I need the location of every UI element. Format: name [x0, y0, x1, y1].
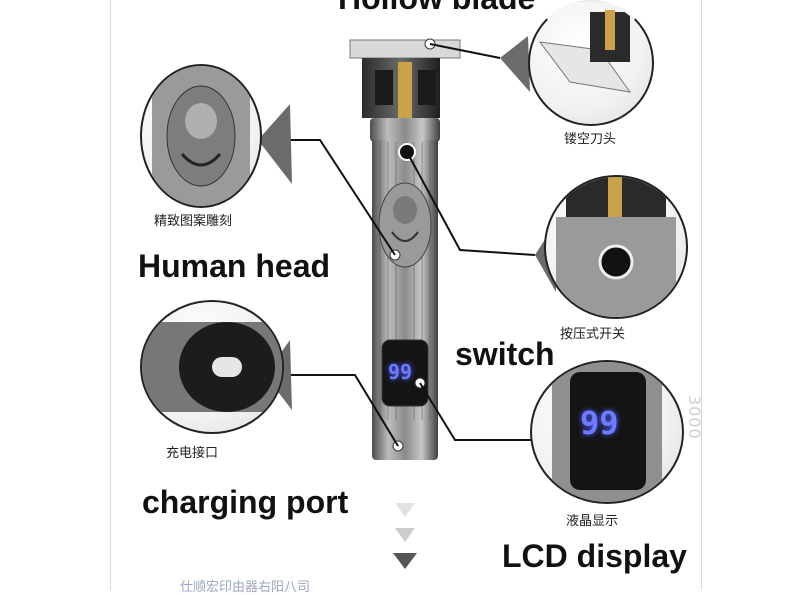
- lcd-display-label: LCD display: [502, 538, 687, 574]
- human-head-label: Human head: [138, 248, 331, 284]
- switch-label: switch: [455, 336, 555, 372]
- down-arrows: [393, 503, 417, 569]
- blade-zoom-circle: [528, 0, 654, 126]
- switch-cn-label: 按压式开关: [560, 327, 626, 342]
- engraving-detail-icon: [152, 66, 250, 206]
- charging-port-detail-icon: [142, 322, 282, 412]
- charging-port-label: charging port: [142, 484, 349, 520]
- hollow-blade-title: Hollow blade: [338, 0, 535, 17]
- charging-zoom-circle: [140, 300, 284, 434]
- engraving-cn-label: 精致图案雕刻: [154, 214, 233, 229]
- lcd-cn-label: 液晶显示: [566, 514, 619, 529]
- blade-head: [349, 39, 461, 120]
- lcd-main-digits: 99: [388, 360, 413, 384]
- watermark-text: 3000: [685, 395, 704, 440]
- hollow-blade-cn-label: 镂空刀头: [564, 132, 617, 147]
- trimmer-body: [370, 118, 440, 460]
- charging-cn-label: 充电接口: [166, 446, 219, 461]
- switch-detail-icon: [556, 177, 676, 317]
- blade-detail-icon: [538, 10, 632, 93]
- lcd-zoom-circle: 99: [530, 360, 684, 504]
- lcd-zoom-digits: 99: [580, 404, 619, 442]
- bottom-caption: 仕顺宏印由器右阳八司: [180, 580, 311, 595]
- engraving-zoom-circle: [140, 64, 262, 208]
- switch-zoom-circle: [544, 175, 688, 319]
